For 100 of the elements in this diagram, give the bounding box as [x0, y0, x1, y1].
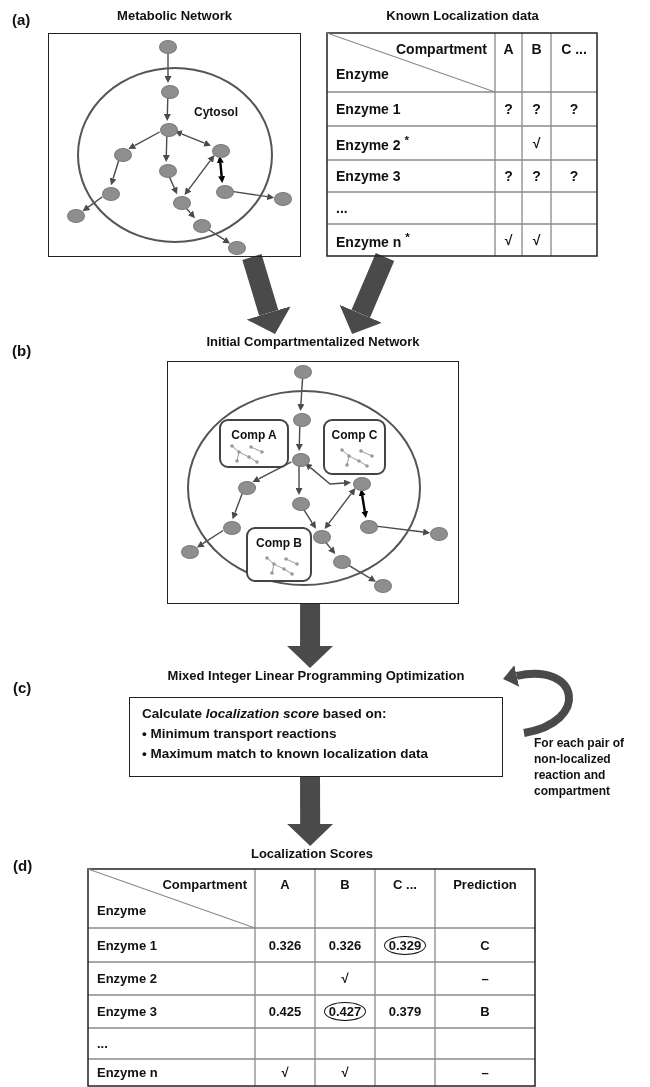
question-mark: ?: [569, 168, 579, 184]
metabolite-node: [353, 477, 371, 491]
metabolite-node: [161, 85, 179, 99]
row-header: Enzyme 1: [97, 937, 157, 953]
metabolite-node: [313, 530, 331, 544]
panel-letter: (a): [12, 11, 31, 28]
block-arrow: [339, 253, 395, 334]
metabolite-node: [294, 365, 312, 379]
block-arrow: [287, 777, 334, 846]
arrow: [82, 196, 104, 212]
metabolite-node: [159, 40, 177, 54]
row-header: Enzyme: [336, 66, 389, 82]
section-title: Mixed Integer Linear Programming Optimization: [167, 668, 465, 684]
bullet-item: • Minimum transport reactions: [142, 725, 337, 743]
metabolite-node: [292, 497, 310, 511]
metabolite-node: [193, 219, 211, 233]
check-mark: √: [532, 135, 541, 151]
column-header: C ...: [393, 877, 417, 892]
curved-arrow: [502, 665, 573, 737]
metabolite-node: [292, 453, 310, 467]
check-mark: √: [341, 971, 349, 986]
metabolite-node: [238, 481, 256, 495]
column-header: Prediction: [453, 877, 517, 892]
column-header: Compartment: [396, 41, 487, 57]
column-header: Compartment: [162, 877, 247, 892]
arrow: [324, 540, 336, 555]
score-value: 0.425: [268, 1004, 302, 1019]
score-value: 0.379: [388, 1004, 422, 1019]
arrow: [184, 155, 215, 195]
metabolite-node: [67, 209, 85, 223]
question-mark: ?: [504, 168, 513, 184]
metabolite-node: [160, 123, 178, 137]
row-header: Enzyme 2 $^{*}$: [336, 133, 410, 153]
check-mark: √: [532, 232, 541, 248]
row-header: Enzyme 1: [336, 101, 401, 117]
row-header: Enzyme n $^{*}$: [336, 230, 410, 250]
arrow: [231, 190, 275, 201]
bullet-item: • Maximum match to known localization data: [142, 745, 429, 763]
section-title: Known Localization data: [386, 8, 539, 24]
prediction-value: B: [480, 1004, 490, 1019]
arrow: [175, 130, 211, 147]
metabolite-node: [333, 555, 351, 569]
compartment-circle: [187, 390, 421, 586]
compartment-label: Cytosol: [194, 105, 238, 119]
column-header: C ...: [561, 41, 587, 57]
dash-mark: –: [481, 971, 489, 986]
compartment-box: [246, 527, 312, 582]
ellipsis-text: ...: [97, 1036, 108, 1051]
block-arrow: [287, 604, 334, 668]
panel-letter: (c): [13, 679, 32, 696]
check-mark: √: [341, 1065, 349, 1080]
metabolite-node: [102, 187, 120, 201]
arrow: [128, 131, 161, 149]
column-header: A: [280, 877, 290, 892]
row-header: Enzyme 2: [97, 971, 157, 986]
arrow: [163, 96, 171, 121]
compartment-label: Comp B: [256, 535, 302, 551]
arrow: [295, 464, 303, 495]
annotation-text: For each pair of non-localized reaction and compartment: [534, 735, 626, 799]
arrow: [164, 53, 172, 83]
ellipsis-text: ...: [336, 200, 348, 216]
metabolite-node: [430, 527, 448, 541]
score-value: 0.326: [328, 937, 362, 953]
column-header: A: [503, 41, 514, 57]
arrow: [109, 159, 120, 186]
compartment-box: [323, 419, 386, 475]
arrow: [295, 424, 303, 451]
check-mark: √: [504, 232, 513, 248]
compartment-label: Comp C: [331, 427, 378, 443]
score-value: 0.326: [268, 937, 302, 953]
panel-letter: (b): [12, 342, 32, 359]
arrow: [216, 156, 226, 183]
metabolite-node: [228, 241, 246, 255]
question-mark: ?: [569, 101, 579, 117]
compartment-circle: [77, 67, 273, 243]
arrow: [162, 134, 170, 162]
metabolite-node: [274, 192, 292, 206]
dash-mark: –: [481, 1065, 489, 1080]
metabolite-node: [223, 521, 241, 535]
row-header: Enzyme 3: [336, 168, 401, 184]
row-header: Enzyme n: [97, 1065, 158, 1080]
body-text: Calculate localization score based on:: [142, 705, 387, 723]
section-title: Localization Scores: [250, 846, 374, 862]
section-title: Initial Compartmentalized Network: [206, 334, 420, 350]
metabolite-node: [360, 520, 378, 534]
arrow: [252, 461, 293, 483]
arrow: [324, 488, 356, 529]
metabolite-node: [181, 545, 199, 559]
metabolite-node: [374, 579, 392, 593]
arrow: [196, 529, 224, 548]
question-mark: ?: [504, 101, 513, 117]
prediction-value: C: [480, 937, 490, 953]
compartment-label: Comp A: [231, 427, 277, 443]
metabolite-node: [212, 144, 230, 158]
block-arrow: [242, 254, 291, 334]
section-title: Metabolic Network: [117, 8, 232, 24]
arrow: [184, 206, 195, 219]
column-header: B: [340, 877, 350, 892]
arrow: [375, 525, 431, 536]
row-header: Enzyme 3: [97, 1004, 157, 1019]
